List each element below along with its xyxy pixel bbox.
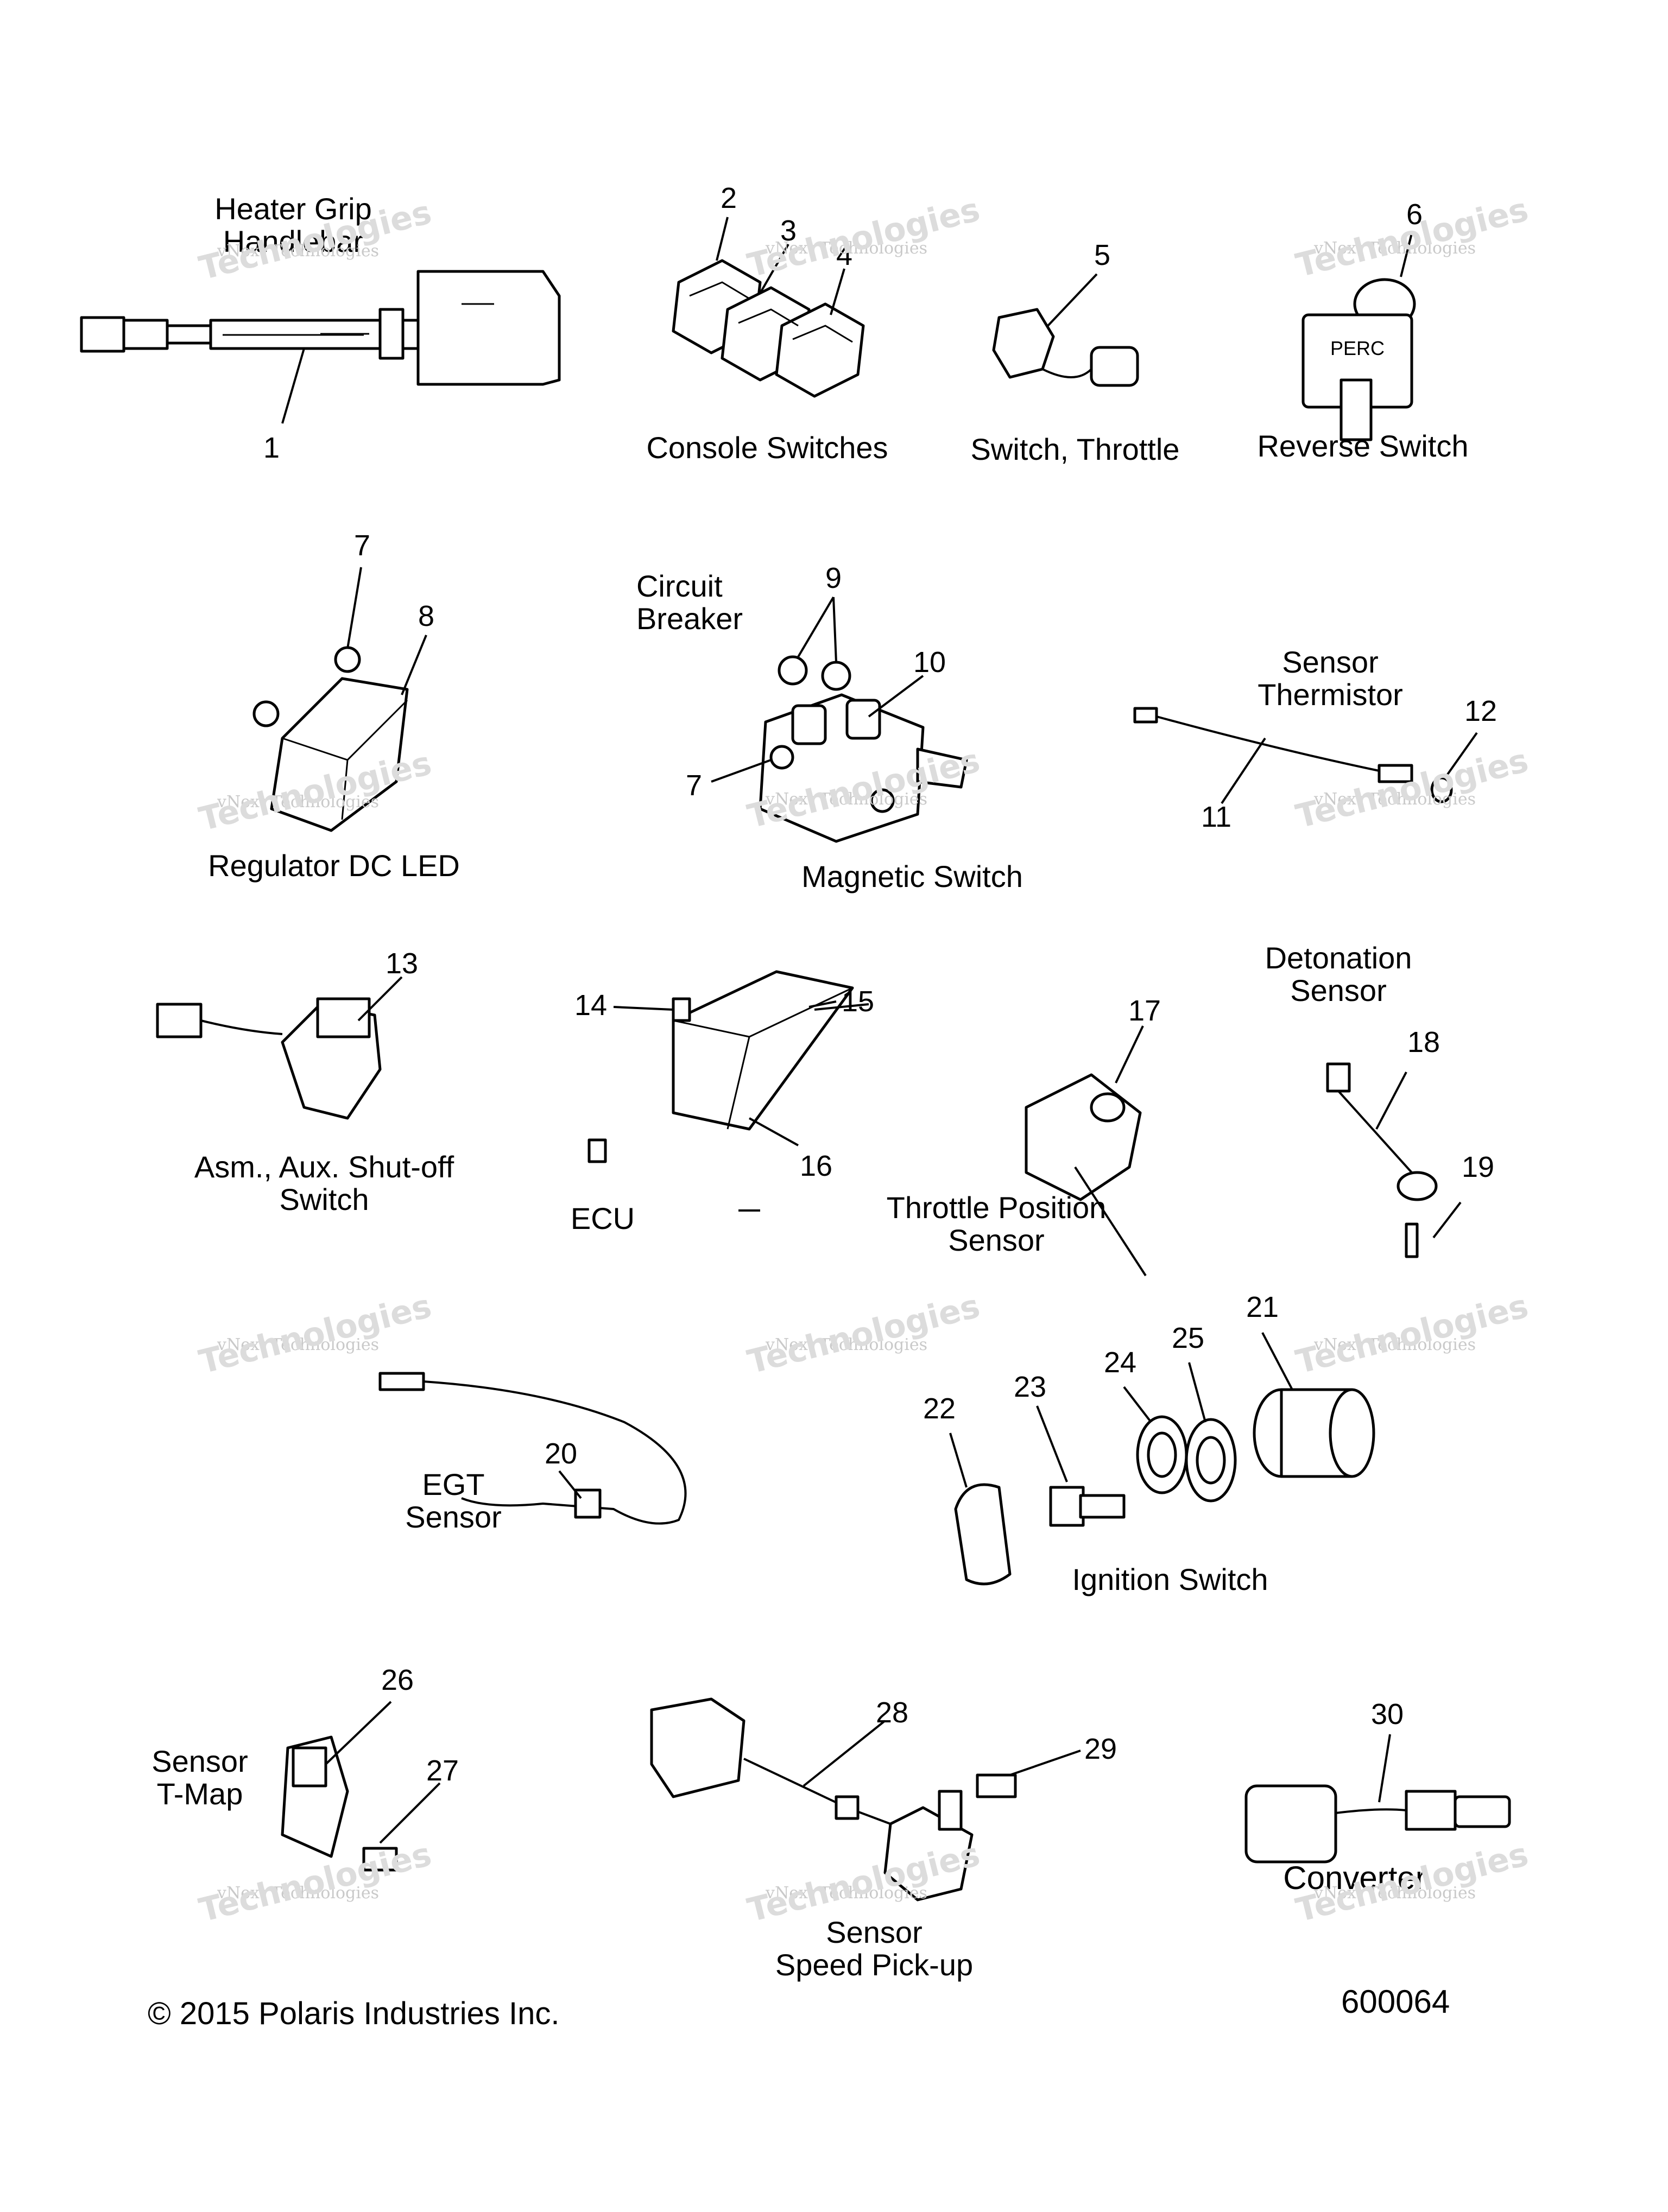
- label-console-switches: Console Switches: [646, 430, 888, 465]
- egt-part: [378, 1372, 687, 1525]
- callout-25: 25: [1171, 1322, 1205, 1354]
- callout-5: 5: [1094, 239, 1111, 271]
- label-ignition: Ignition Switch: [1072, 1562, 1268, 1596]
- switch-throttle-part: [992, 273, 1139, 387]
- callout-30: 30: [1370, 1698, 1404, 1731]
- callout-23: 23: [1013, 1371, 1047, 1403]
- label-switch-throttle: Switch, Throttle: [970, 432, 1180, 466]
- label-ecu: ECU: [570, 1201, 635, 1235]
- label-circuit-breaker: Circuit Breaker: [636, 569, 743, 636]
- detonation-part: [1326, 1062, 1462, 1258]
- label-reverse-switch: Reverse Switch: [1257, 429, 1469, 463]
- callout-26: 26: [381, 1664, 414, 1696]
- label-detonation: Detonation Sensor: [1265, 941, 1412, 1007]
- label-heater-grip: Heater Grip Handlebar: [214, 192, 372, 258]
- speed-pickup-part: [650, 1697, 1081, 1902]
- copyright: © 2015 Polaris Industries Inc.: [148, 1998, 559, 2030]
- regulator-part: [252, 567, 427, 832]
- label-tmap: Sensor T-Map: [151, 1744, 248, 1811]
- callout-28: 28: [875, 1696, 909, 1729]
- copyright-text: 2015 Polaris Industries Inc.: [179, 1996, 560, 2031]
- throttle-position-part: [1025, 1025, 1147, 1277]
- aux-shutoff-part: [156, 976, 403, 1120]
- ignition-part: [949, 1332, 1375, 1586]
- console-switches-part: [672, 217, 865, 398]
- callout-21: 21: [1246, 1291, 1279, 1323]
- callout-1: 1: [263, 432, 280, 464]
- callout-15: 15: [841, 985, 875, 1018]
- label-converter: Converter: [1283, 1860, 1426, 1896]
- thermistor-part: [1133, 707, 1478, 804]
- label-speed-pickup: Sensor Speed Pick-up: [775, 1915, 974, 1982]
- callout-7-second: 7: [685, 769, 703, 802]
- converter-part: [1244, 1734, 1511, 1864]
- callout-10: 10: [913, 646, 946, 679]
- callout-19: 19: [1461, 1151, 1495, 1183]
- label-aux-shutoff: Asm., Aux. Shut-off Switch: [194, 1150, 454, 1216]
- label-magnetic-switch: Magnetic Switch: [801, 859, 1023, 893]
- callout-7: 7: [353, 529, 371, 562]
- diagram-id: 600064: [1341, 1983, 1450, 2020]
- callout-27: 27: [426, 1754, 459, 1787]
- callout-4: 4: [836, 239, 853, 271]
- callout-17: 17: [1128, 994, 1161, 1027]
- callout-22: 22: [923, 1392, 956, 1425]
- reverse-switch-part: [1301, 233, 1416, 441]
- label-regulator: Regulator DC LED: [208, 848, 460, 883]
- label-sensor-thermistor: Sensor Thermistor: [1258, 645, 1403, 712]
- callout-18: 18: [1407, 1026, 1440, 1059]
- label-egt: EGT Sensor: [405, 1467, 502, 1534]
- callout-24: 24: [1103, 1346, 1137, 1379]
- callout-16: 16: [799, 1150, 833, 1182]
- callout-6: 6: [1406, 198, 1423, 231]
- callout-11: 11: [1201, 801, 1232, 833]
- callout-3: 3: [780, 214, 797, 247]
- label-perc: PERC: [1330, 337, 1385, 359]
- callout-8: 8: [418, 600, 435, 632]
- heater-grip-part: [80, 270, 561, 424]
- callout-2: 2: [720, 182, 737, 214]
- callout-29: 29: [1084, 1733, 1117, 1765]
- callout-12: 12: [1464, 695, 1498, 727]
- callout-13: 13: [385, 947, 419, 980]
- callout-20: 20: [544, 1437, 578, 1470]
- tmap-part: [281, 1701, 441, 1872]
- copyright-symbol: ©: [148, 1996, 171, 2031]
- callout-9: 9: [825, 562, 842, 594]
- magnetic-switch-part: [711, 596, 968, 843]
- label-throttle-position: Throttle Position Sensor: [886, 1190, 1107, 1257]
- callout-14: 14: [574, 989, 608, 1022]
- ecu-part: [587, 970, 869, 1212]
